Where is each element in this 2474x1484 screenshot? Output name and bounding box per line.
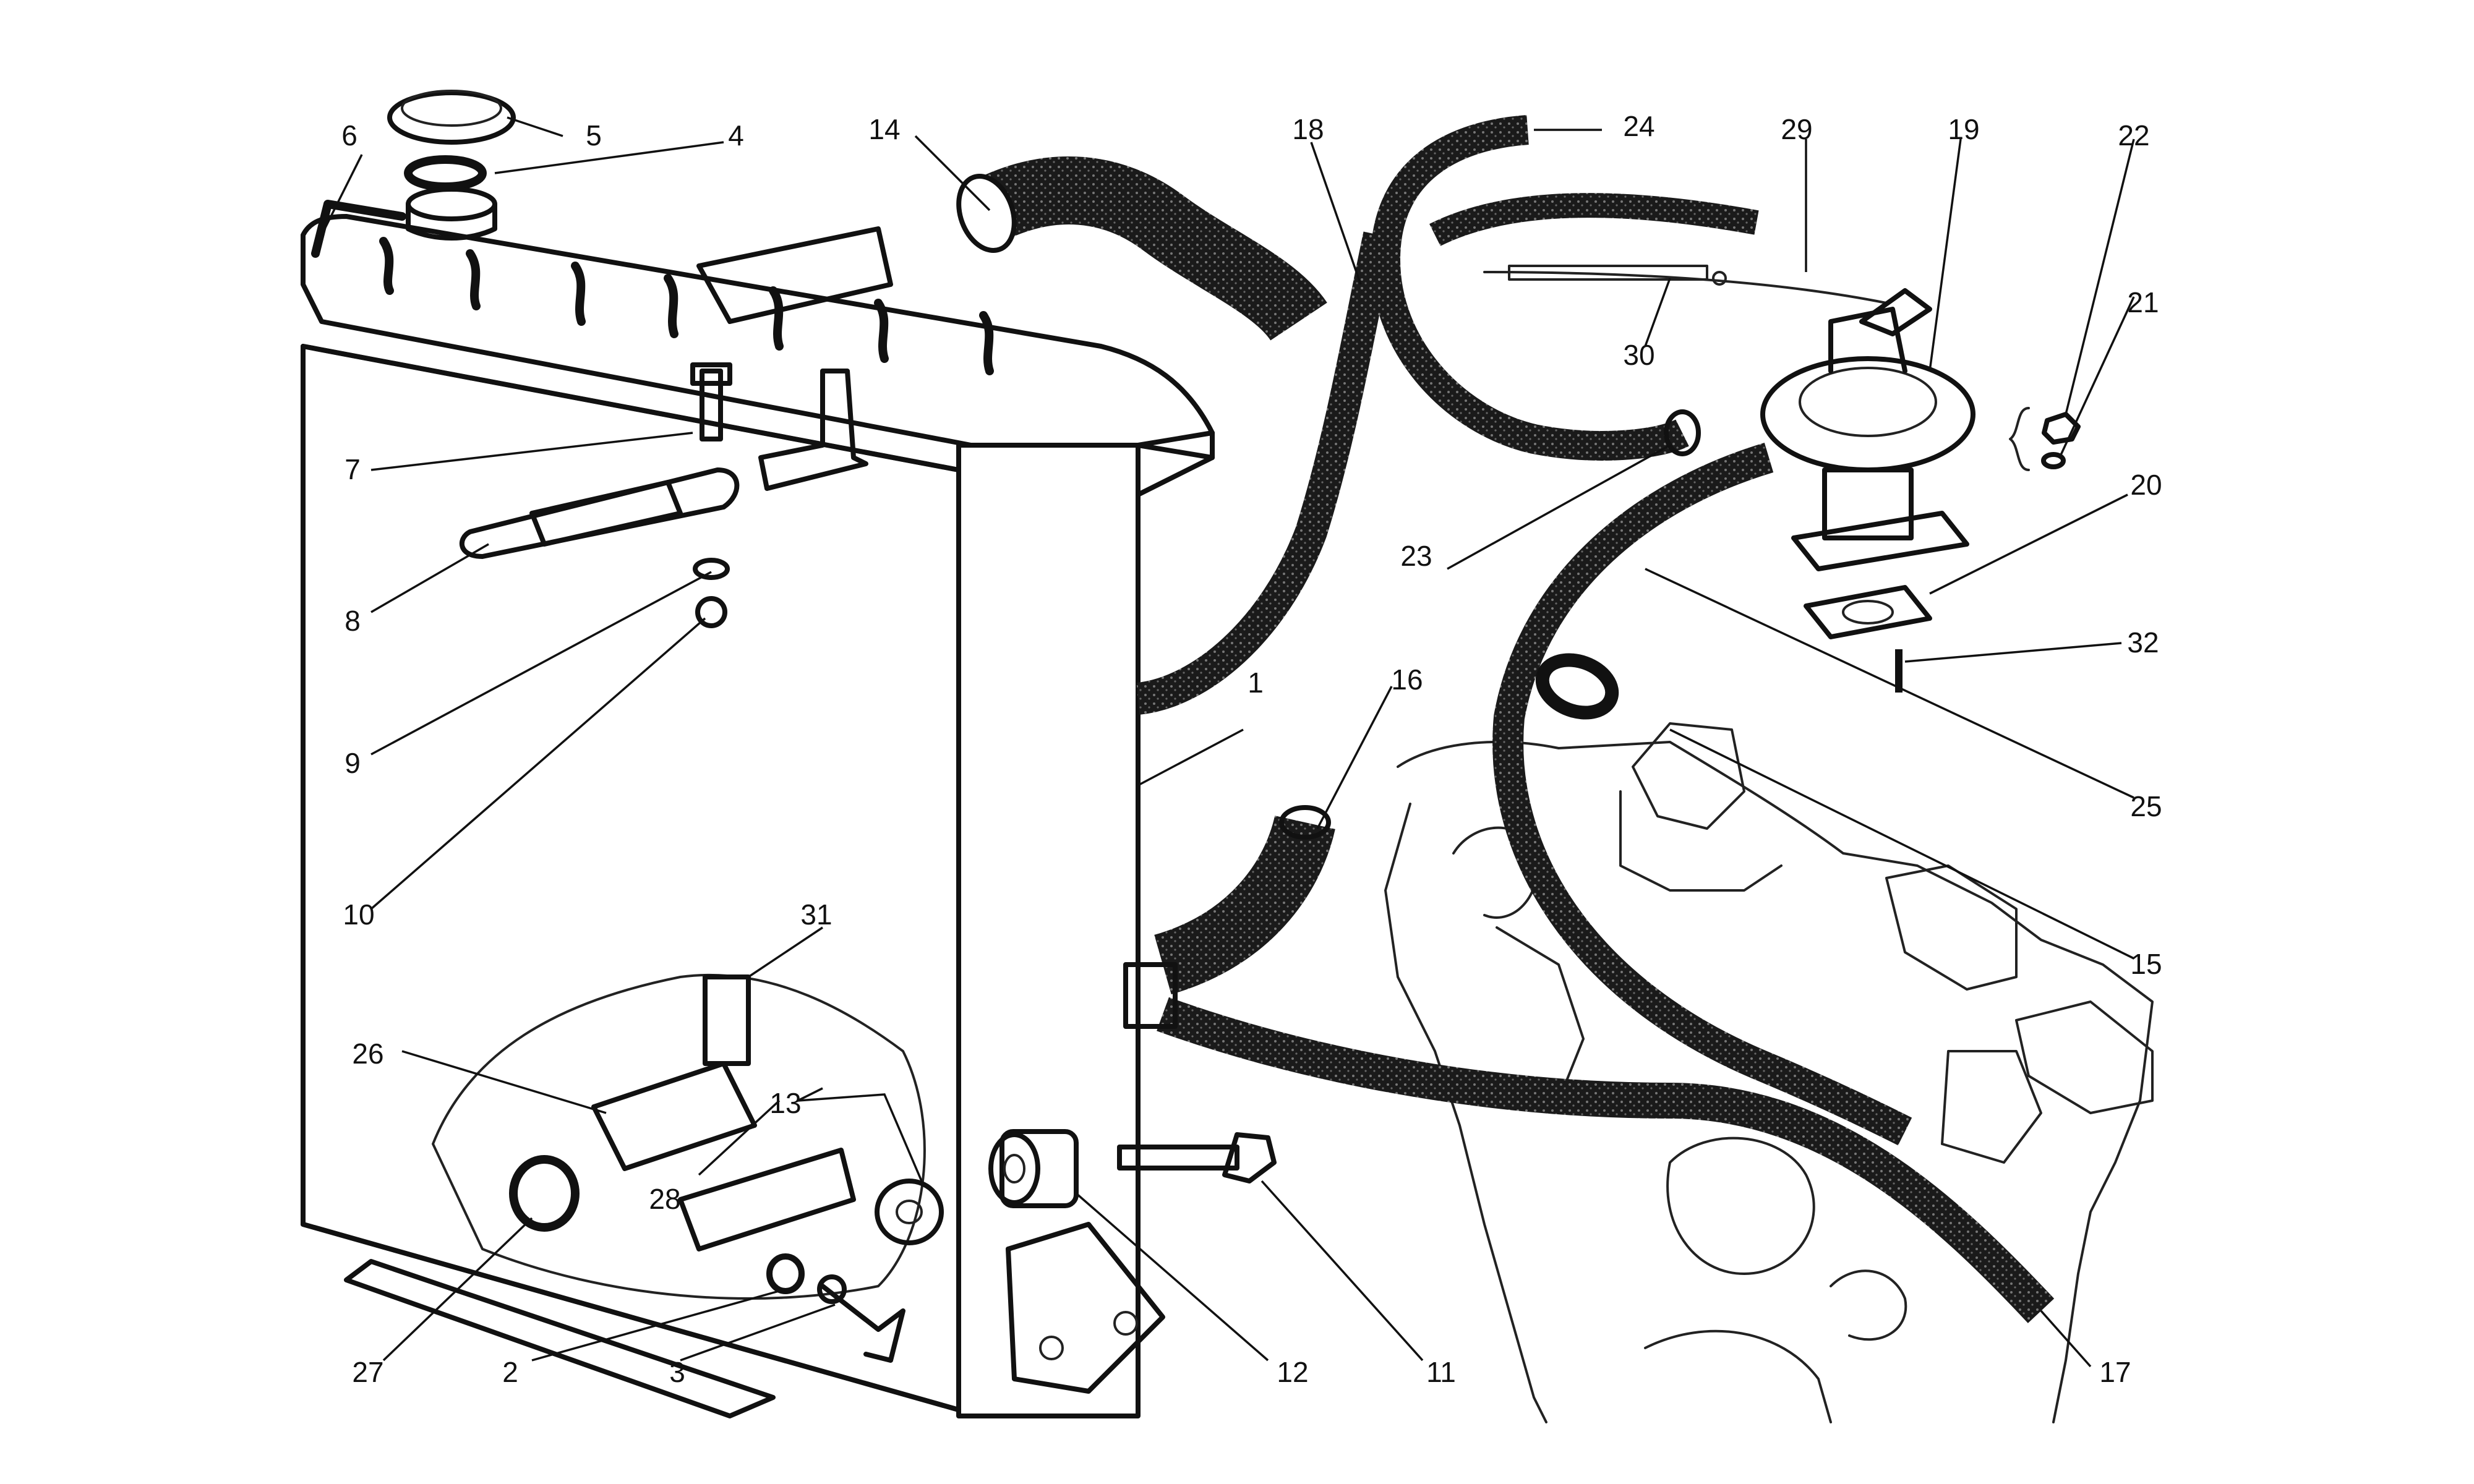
part-label-8: 8 [345,605,361,637]
part-label-26: 26 [352,1038,383,1070]
part-label-9: 9 [345,747,361,779]
part-label-32: 32 [2127,626,2159,659]
part-label-27: 27 [352,1356,383,1388]
hose-clip [1535,653,1619,720]
part-label-21: 21 [2127,286,2159,318]
part-label-22: 22 [2118,119,2149,151]
mounting-bolt [1117,1132,1277,1183]
part-label-11: 11 [1426,1356,1456,1388]
lower-radiator-hose [1154,805,1335,995]
part-label-5: 5 [586,119,602,151]
part-label-19: 19 [1948,113,1979,145]
heater-hose-loop [1370,115,1759,461]
part-label-24: 24 [1623,110,1654,142]
radiator-assembly [301,214,1215,1418]
part-label-3: 3 [669,1356,685,1388]
part-label-12: 12 [1277,1356,1308,1388]
part-label-4: 4 [728,119,744,151]
part-label-25: 25 [2130,790,2162,822]
part-label-29: 29 [1781,113,1812,145]
part-label-18: 18 [1292,113,1324,145]
part-label-6: 6 [341,119,357,151]
part-label-28: 28 [649,1183,680,1215]
rubber-spacer [988,1129,1079,1208]
part-label-14: 14 [868,113,900,145]
part-label-13: 13 [769,1087,801,1119]
part-label-20: 20 [2130,469,2162,501]
part-label-7: 7 [345,453,361,485]
part-label-15: 15 [2130,948,2162,980]
upper-radiator-hose [956,156,1327,342]
part-label-17: 17 [2099,1356,2131,1388]
thermostat-housing [1760,288,2081,693]
engine-block-outline [1384,722,2154,1423]
part-label-31: 31 [800,898,832,931]
thermostat-outlet-hose [1492,443,1912,1146]
callout-leader-lines [320,116,2135,1368]
drain-tap-assembly [432,973,944,1363]
mounting-strap-assembly [459,362,868,628]
part-label-23: 23 [1400,540,1432,572]
radiator-bypass-hose [1136,231,1395,715]
heater-return-hose [1123,962,2055,1323]
part-label-1: 1 [1248,667,1264,699]
part-number-labels: 1 2 3 4 5 6 7 8 9 10 11 12 13 14 15 16 1… [341,110,2162,1388]
thermostat-control-cable [1483,265,1888,304]
part-label-30: 30 [1623,339,1654,371]
filler-neck-and-cap [311,90,516,258]
part-label-2: 2 [502,1356,518,1388]
part-label-16: 16 [1391,663,1423,696]
part-label-10: 10 [343,898,374,931]
